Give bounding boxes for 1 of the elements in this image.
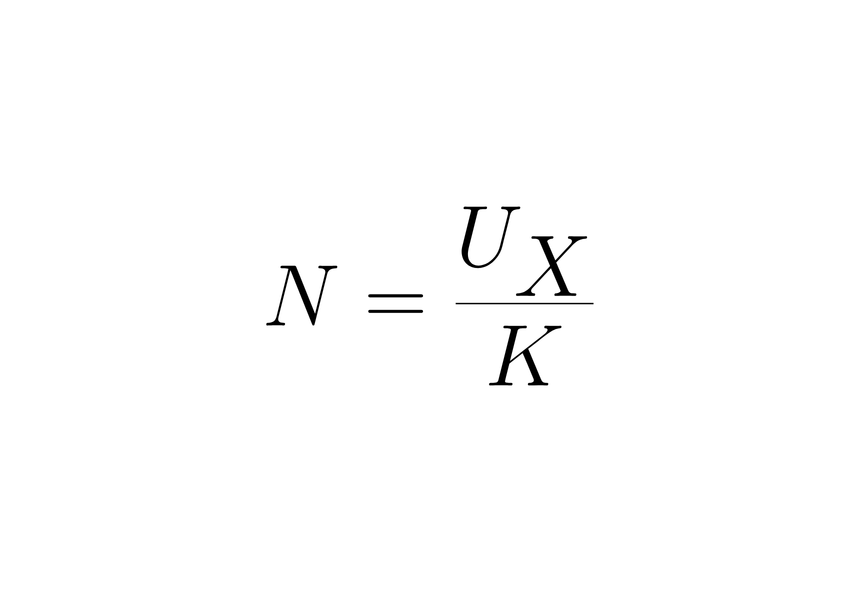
- formula: $N=\frac{U_{X}}{K}$: [266, 206, 594, 386]
